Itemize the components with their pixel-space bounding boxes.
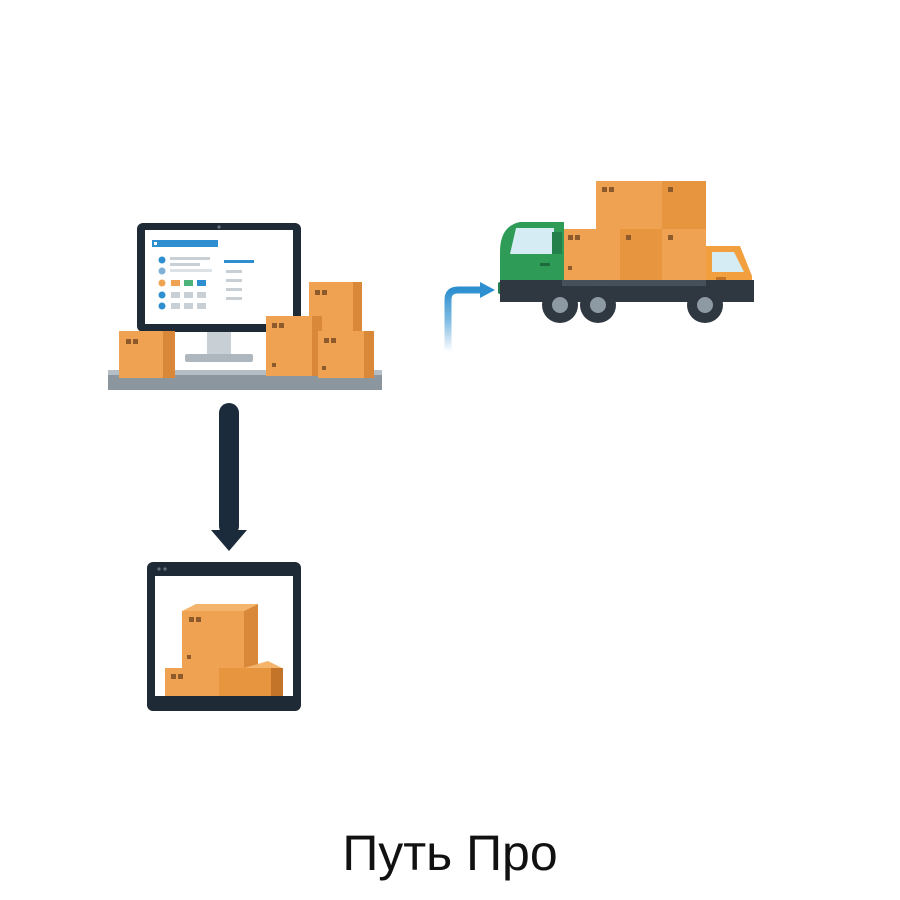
box-stack-right	[266, 282, 374, 378]
delivery-truck-icon	[498, 181, 754, 323]
delivered-boxes-screen-icon	[147, 562, 301, 711]
computer-with-boxes-icon	[108, 223, 382, 390]
box-left	[119, 331, 175, 378]
truck-wheel	[687, 287, 723, 323]
monitor	[137, 223, 301, 362]
truck-wheel	[542, 287, 578, 323]
caption-title: Путь Про	[342, 825, 558, 881]
turn-up-right-arrow-icon	[444, 282, 495, 352]
truck-wheel	[580, 287, 616, 323]
down-arrow-icon	[211, 403, 247, 551]
